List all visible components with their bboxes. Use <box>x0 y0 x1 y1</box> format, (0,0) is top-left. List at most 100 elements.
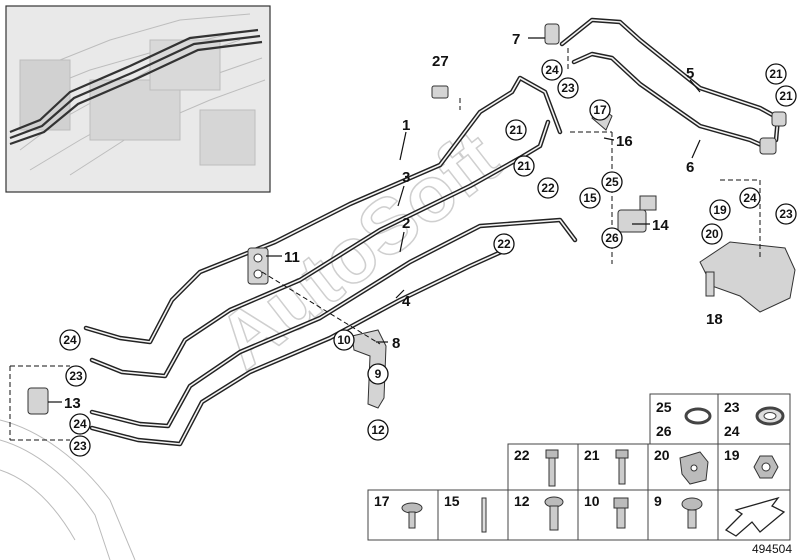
component-connector-14 <box>617 195 657 233</box>
svg-text:21: 21 <box>509 123 523 137</box>
svg-text:9: 9 <box>375 367 382 381</box>
svg-text:9: 9 <box>654 493 662 509</box>
svg-text:23: 23 <box>69 369 83 383</box>
callout-12: 12 <box>367 419 389 441</box>
callouts: 9 10 12 15 17 19 20 21 21 21 21 22 22 23… <box>59 59 797 457</box>
svg-text:24: 24 <box>743 191 757 205</box>
svg-text:21: 21 <box>584 447 600 463</box>
callout-19: 19 <box>709 199 731 221</box>
table-cell-nut-19: 19 <box>717 443 791 491</box>
callout-21-a: 21 <box>505 119 527 141</box>
table-cell-bolt-21: 21 <box>577 443 649 491</box>
callout-23-c: 23 <box>65 365 87 387</box>
svg-text:26: 26 <box>656 423 672 439</box>
label-part-14: 14 <box>652 217 669 234</box>
svg-text:22: 22 <box>541 181 555 195</box>
svg-text:22: 22 <box>514 447 530 463</box>
table-cell-rivet-12: 12 <box>507 489 579 541</box>
callout-21-b: 21 <box>513 155 535 177</box>
component-bracket-18 <box>699 241 796 313</box>
svg-text:24: 24 <box>545 63 559 77</box>
svg-text:26: 26 <box>605 231 619 245</box>
svg-text:10: 10 <box>337 333 351 347</box>
table-cell-bolt-10: 10 <box>577 489 649 541</box>
callout-22-a: 22 <box>537 177 559 199</box>
svg-text:23: 23 <box>724 399 740 415</box>
callout-22-b: 22 <box>493 233 515 255</box>
table-cell-seal-23-24: 23 24 <box>717 393 791 445</box>
svg-text:12: 12 <box>371 423 385 437</box>
table-cell-bolt-9: 9 <box>647 489 719 541</box>
brake-fuel-lines <box>83 17 781 447</box>
part-labels: 1 3 2 4 5 6 7 8 11 13 14 16 18 27 <box>64 31 723 412</box>
component-sensor-27 <box>431 85 449 99</box>
table-cell-direction-arrow <box>717 489 791 541</box>
label-part-13: 13 <box>64 395 81 412</box>
callout-23-a: 23 <box>557 77 579 99</box>
table-cell-bolt-22: 22 <box>507 443 579 491</box>
leader-lines <box>9 37 761 441</box>
svg-text:15: 15 <box>583 191 597 205</box>
label-part-11: 11 <box>284 249 300 266</box>
callout-17: 17 <box>589 99 611 121</box>
svg-text:17: 17 <box>374 493 390 509</box>
component-clip-11 <box>247 247 269 285</box>
callout-24-c: 24 <box>59 329 81 351</box>
svg-text:24: 24 <box>63 333 77 347</box>
svg-text:17: 17 <box>593 103 607 117</box>
label-part-2: 2 <box>402 215 410 232</box>
diagram-reference-number: 494504 <box>752 542 792 556</box>
callout-23-b: 23 <box>775 203 797 225</box>
svg-text:23: 23 <box>73 439 87 453</box>
svg-text:25: 25 <box>656 399 672 415</box>
component-bracket-8 <box>351 329 387 409</box>
callout-15: 15 <box>579 187 601 209</box>
callout-21-c: 21 <box>765 63 787 85</box>
label-part-1: 1 <box>402 117 410 134</box>
svg-text:15: 15 <box>444 493 460 509</box>
svg-text:22: 22 <box>497 237 511 251</box>
label-part-4: 4 <box>402 293 411 310</box>
svg-text:21: 21 <box>517 159 531 173</box>
label-part-5: 5 <box>686 65 694 82</box>
label-part-3: 3 <box>402 169 410 186</box>
svg-text:21: 21 <box>769 67 783 81</box>
component-joint-5-6 <box>759 111 787 155</box>
callout-24-d: 24 <box>69 413 91 435</box>
callout-20: 20 <box>701 223 723 245</box>
callout-23-d: 23 <box>69 435 91 457</box>
label-part-18: 18 <box>706 311 723 328</box>
svg-text:24: 24 <box>73 417 87 431</box>
label-part-6: 6 <box>686 159 694 176</box>
table-cell-pin-15: 15 <box>437 489 509 541</box>
callout-26: 26 <box>601 227 623 249</box>
component-fitting-7 <box>544 23 560 45</box>
callout-25: 25 <box>601 171 623 193</box>
svg-text:23: 23 <box>561 81 575 95</box>
body-outline <box>0 419 136 560</box>
svg-text:20: 20 <box>654 447 670 463</box>
callout-9: 9 <box>367 363 389 385</box>
vehicle-location-inset <box>5 5 271 193</box>
svg-text:24: 24 <box>724 423 740 439</box>
parts-table: 25 26 23 24 22 21 20 <box>367 393 791 541</box>
svg-text:19: 19 <box>724 447 740 463</box>
table-cell-seal-25-26: 25 26 <box>649 393 719 445</box>
component-clip-13 <box>27 387 49 415</box>
table-cell-screw-17: 17 <box>367 489 439 541</box>
label-part-27: 27 <box>432 53 449 70</box>
svg-text:25: 25 <box>605 175 619 189</box>
label-part-8: 8 <box>392 335 400 352</box>
svg-text:21: 21 <box>779 89 793 103</box>
svg-text:12: 12 <box>514 493 530 509</box>
callout-21-d: 21 <box>775 85 797 107</box>
callout-24-b: 24 <box>739 187 761 209</box>
label-part-16: 16 <box>616 133 633 150</box>
svg-text:19: 19 <box>713 203 727 217</box>
callout-24-a: 24 <box>541 59 563 81</box>
table-cell-clip-20: 20 <box>647 443 719 491</box>
svg-text:20: 20 <box>705 227 719 241</box>
label-part-7: 7 <box>512 31 520 48</box>
svg-text:10: 10 <box>584 493 600 509</box>
